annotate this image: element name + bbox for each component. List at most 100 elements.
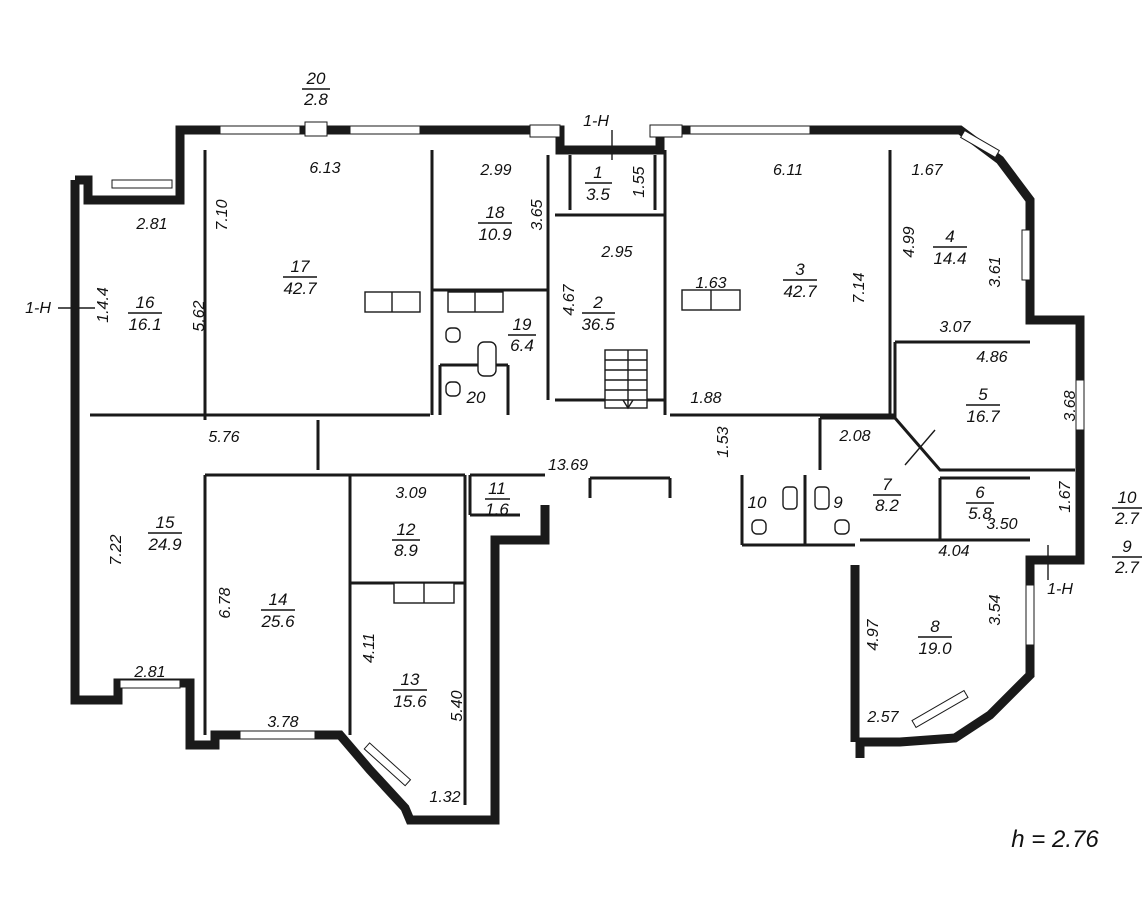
dimension-label: 3.09 — [395, 485, 426, 502]
room-16: 16 16.1 — [128, 293, 162, 334]
dimension-label: 7.14 — [851, 272, 868, 303]
room-area: 24.9 — [147, 535, 182, 554]
dimension-label: 5.62 — [191, 300, 208, 331]
dimension-label: 1.4.4 — [95, 287, 112, 323]
room-number: 18 — [486, 203, 505, 222]
room-6: 6 5.8 — [966, 483, 994, 523]
shower — [782, 486, 798, 510]
fixtures — [364, 289, 941, 604]
room-10: 10 — [748, 493, 767, 512]
room-7: 7 8.2 — [873, 475, 901, 515]
room-number: 20 — [466, 388, 486, 407]
section-mark: 1-H — [1047, 581, 1073, 598]
dimension-label: 3.78 — [267, 714, 298, 731]
room-area: 2.8 — [303, 90, 328, 109]
room-number: 12 — [397, 520, 416, 539]
room-3: 3 42.7 — [783, 260, 817, 301]
dimension-label: 2.95 — [600, 244, 632, 261]
room-1: 1 3.5 — [585, 163, 612, 204]
dimension-label: 6.11 — [773, 162, 803, 179]
room-number: 17 — [291, 257, 310, 276]
toilet — [445, 327, 461, 343]
dimension-label: 5.40 — [449, 690, 466, 721]
stairs — [604, 349, 648, 410]
room-area: 3.5 — [586, 185, 610, 204]
room-5: 5 16.7 — [966, 385, 1000, 426]
window — [349, 125, 421, 135]
room-number: 9 — [833, 493, 843, 512]
dimensions: 6.13 2.99 6.11 1.67 2.81 7.10 3.65 1.55 … — [95, 160, 1079, 806]
dimension-label: 3.54 — [987, 594, 1004, 625]
dimension-label: 1.32 — [429, 789, 460, 806]
window — [219, 125, 301, 135]
window — [111, 179, 173, 189]
exterior-label-20: 20 2.8 — [302, 69, 330, 109]
dimension-label: 1.53 — [715, 426, 732, 457]
dimension-label: 6.78 — [217, 587, 234, 618]
window — [529, 124, 561, 138]
room-number: 9 — [1122, 537, 1132, 556]
room-17: 17 42.7 — [283, 257, 317, 298]
window — [239, 730, 316, 740]
section-mark: 1-H — [583, 113, 609, 130]
dimension-label: 2.08 — [838, 428, 870, 445]
room-area: 2.7 — [1114, 558, 1139, 577]
dimension-label: 1.67 — [911, 162, 943, 179]
room-number: 8 — [930, 617, 940, 636]
dimension-label: 4.04 — [938, 543, 969, 560]
dimension-label: 3.50 — [986, 516, 1017, 533]
window — [363, 742, 412, 787]
dimension-label: 13.69 — [548, 457, 588, 474]
dimension-label: 4.99 — [901, 226, 918, 257]
room-11: 11 1.6 — [485, 479, 510, 519]
room-area: 14.4 — [933, 249, 966, 268]
exterior-label-9: 9 2.7 — [1112, 537, 1142, 577]
room-area: 2.7 — [1114, 509, 1139, 528]
room-4: 4 14.4 — [933, 227, 967, 268]
room-number: 4 — [945, 227, 954, 246]
room-number: 20 — [306, 69, 326, 88]
room-number: 6 — [975, 483, 985, 502]
room-area: 36.5 — [581, 315, 615, 334]
dimension-label: 3.07 — [939, 319, 971, 336]
room-number: 13 — [401, 670, 420, 689]
dimension-label: 1.88 — [690, 390, 721, 407]
room-area: 8.9 — [394, 541, 418, 560]
room-number: 1 — [593, 163, 602, 182]
dimension-label: 1.55 — [631, 166, 648, 197]
room-number: 11 — [488, 479, 506, 498]
dimension-label: 7.10 — [214, 199, 231, 230]
room-number: 5 — [978, 385, 988, 404]
room-number: 7 — [882, 475, 892, 494]
shower — [814, 486, 830, 510]
windows — [111, 121, 1085, 787]
room-area: 19.0 — [918, 639, 952, 658]
dimension-label: 5.76 — [208, 429, 239, 446]
room-number: 10 — [748, 493, 767, 512]
dimension-label: 4.67 — [561, 283, 578, 315]
window — [1075, 379, 1085, 431]
window — [689, 125, 811, 135]
room-14: 14 25.6 — [260, 590, 295, 631]
dimension-label: 2.81 — [133, 664, 165, 681]
window — [1025, 584, 1035, 646]
room-number: 2 — [592, 293, 603, 312]
toilet — [751, 519, 767, 535]
room-20: 20 — [466, 388, 486, 407]
dimension-label: 3.61 — [987, 256, 1004, 287]
room-number: 19 — [513, 315, 532, 334]
room-2: 2 36.5 — [581, 293, 615, 334]
room-area: 16.1 — [128, 315, 161, 334]
dimension-label: 3.65 — [529, 199, 546, 230]
section-mark: 1-H — [25, 300, 51, 317]
dimension-label: 4.86 — [976, 349, 1007, 366]
exterior-label-10: 10 2.7 — [1112, 488, 1142, 528]
dimension-label: 1.63 — [695, 275, 726, 292]
room-area: 6.4 — [510, 336, 534, 355]
window — [1021, 229, 1031, 281]
toilet — [445, 381, 461, 397]
room-19: 19 6.4 — [508, 315, 536, 355]
room-area: 16.7 — [966, 407, 1000, 426]
window — [649, 124, 683, 138]
room-area: 15.6 — [393, 692, 427, 711]
